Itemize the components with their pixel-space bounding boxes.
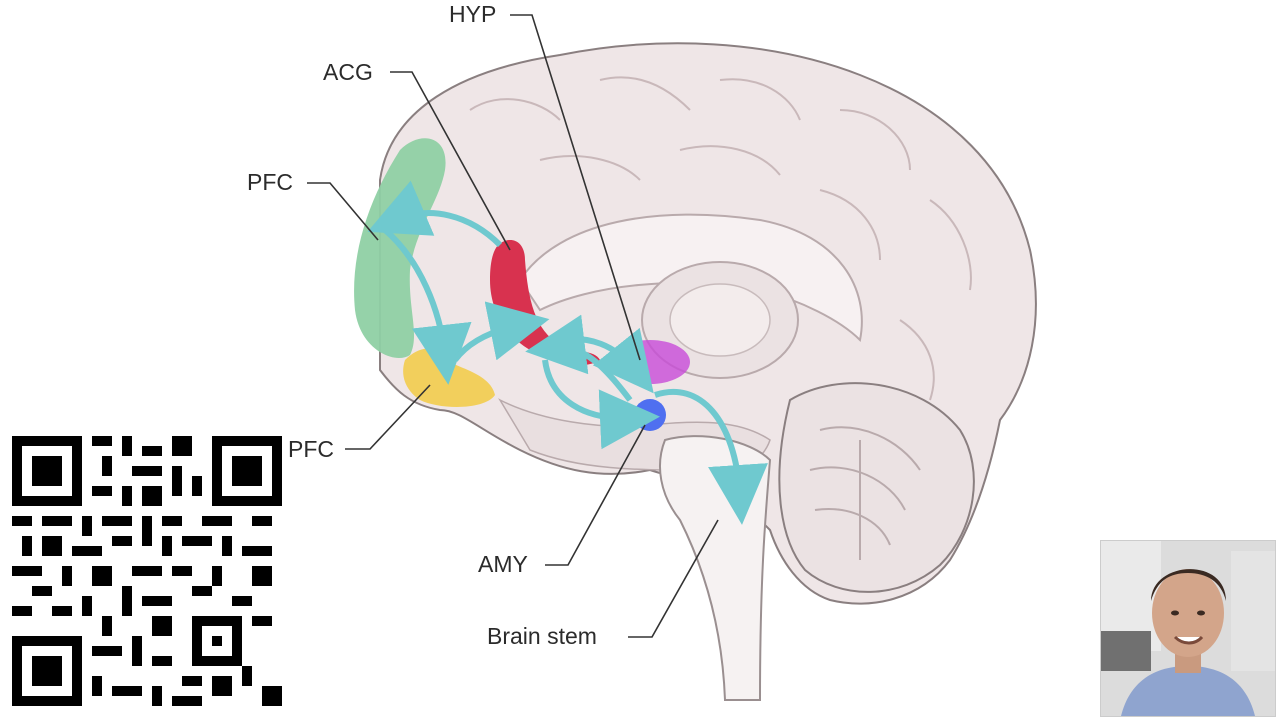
presenter-webcam-icon bbox=[1100, 540, 1276, 717]
acg-leader bbox=[390, 71, 511, 251]
label-amy: AMY bbox=[478, 551, 528, 577]
label-pfc-lower: PFC bbox=[288, 436, 334, 462]
connection-arrows bbox=[367, 180, 768, 525]
amy-leader bbox=[545, 424, 646, 566]
pfc-leader bbox=[307, 182, 379, 241]
qr-code-icon[interactable] bbox=[12, 436, 282, 706]
label-brain-stem: Brain stem bbox=[487, 623, 597, 649]
label-pfc: PFC bbox=[247, 169, 293, 195]
pfc-lower-leader bbox=[345, 384, 431, 450]
brain-stem-leader bbox=[628, 519, 719, 638]
label-acg: ACG bbox=[323, 59, 373, 85]
hyp-region bbox=[610, 340, 690, 384]
label-hyp: HYP bbox=[449, 1, 496, 27]
amy-region bbox=[634, 399, 666, 431]
hyp-leader bbox=[510, 14, 641, 361]
brain-outline bbox=[379, 42, 1037, 701]
